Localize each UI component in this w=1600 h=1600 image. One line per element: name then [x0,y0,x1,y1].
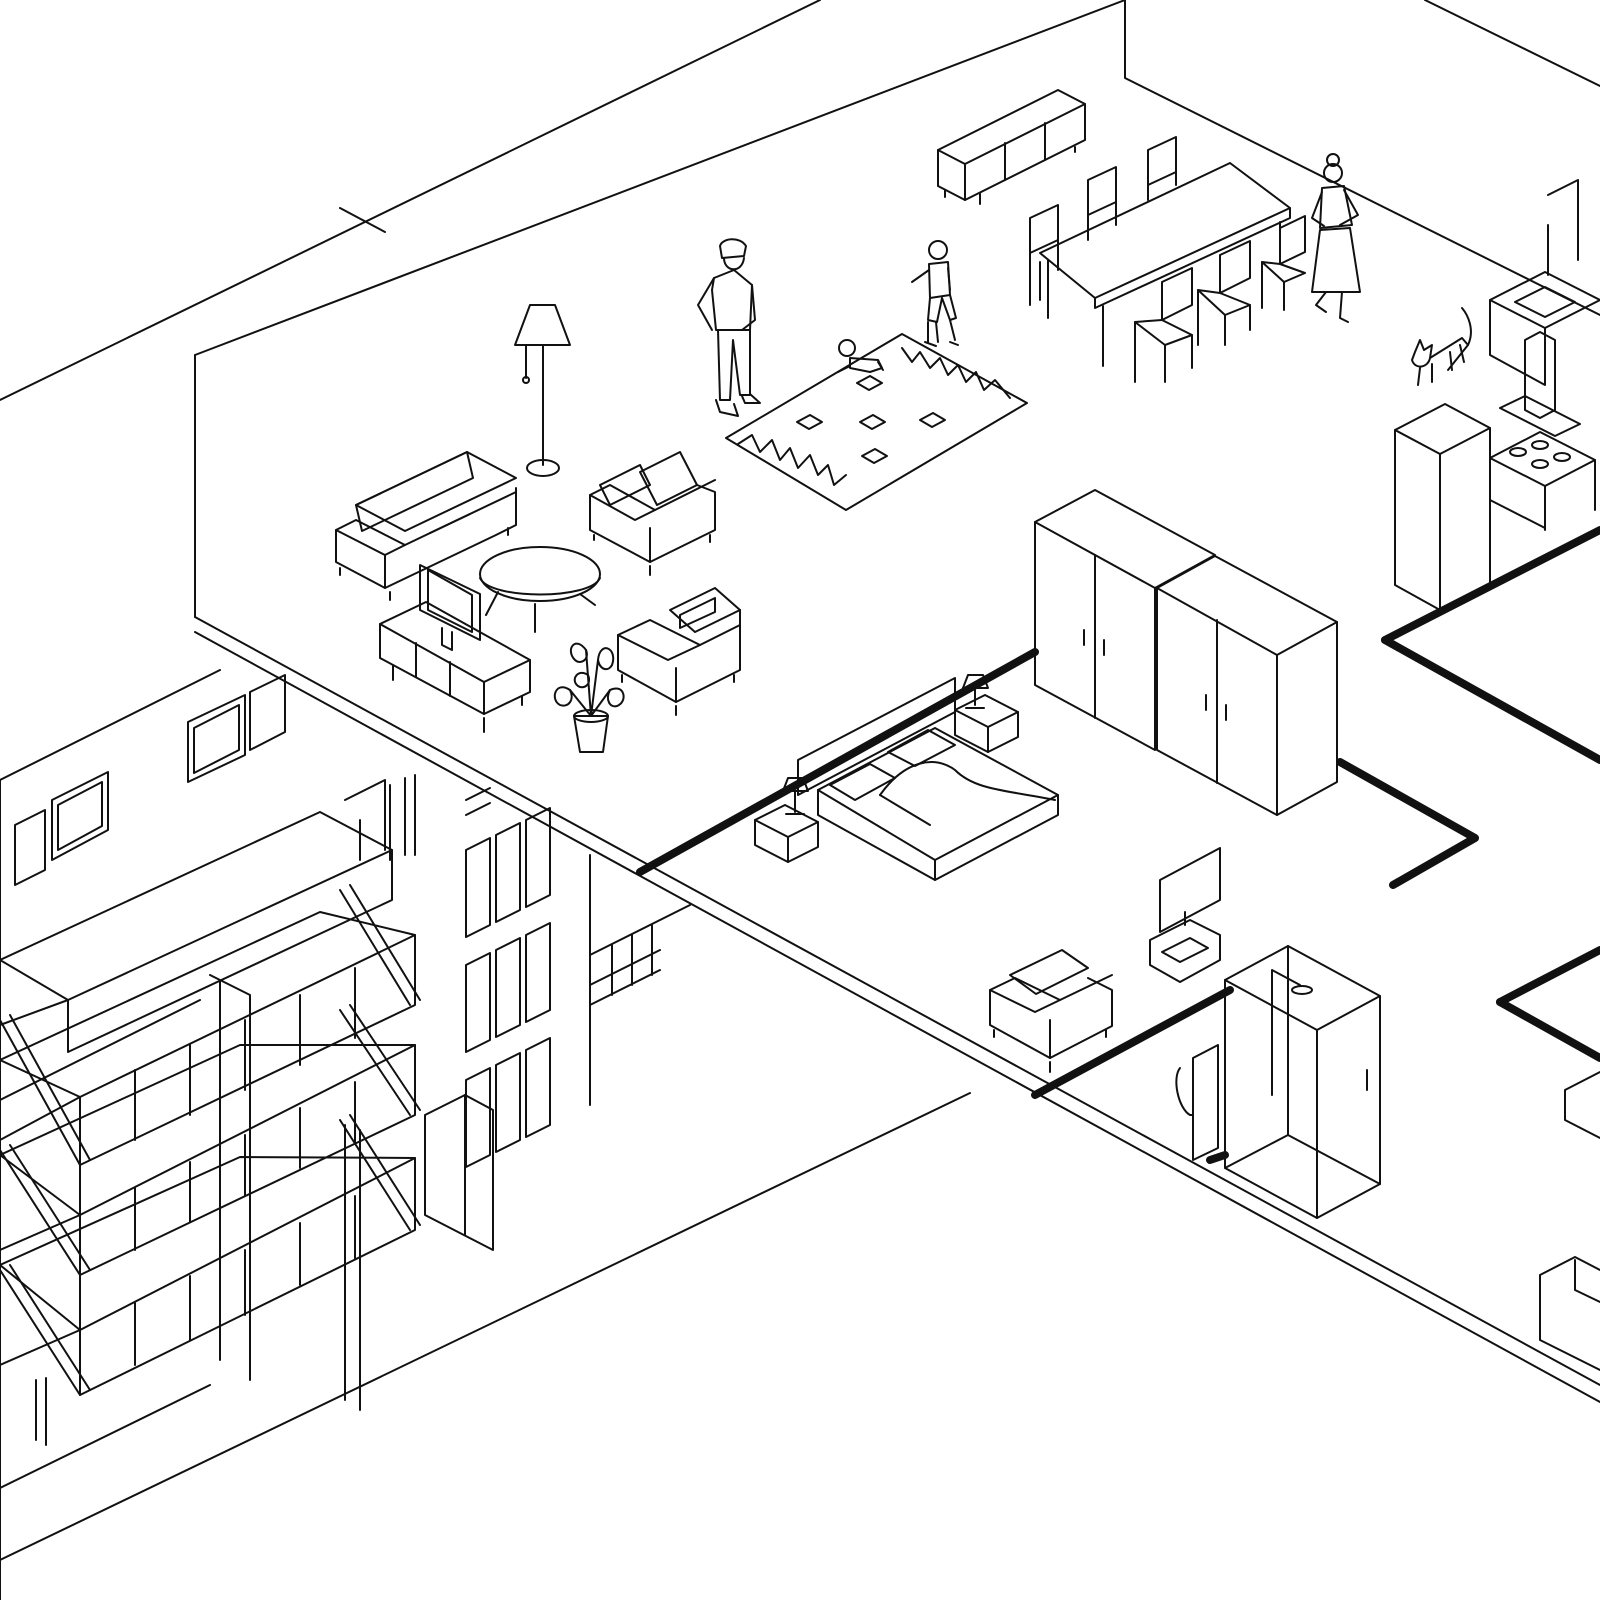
armchair-icon [618,588,740,715]
sideboard-icon [938,90,1085,204]
chair-icon [1198,241,1250,345]
stove-icon [1490,432,1595,560]
baby-icon [838,340,883,372]
window-icon [15,675,285,885]
balcony-icon [0,812,415,1395]
child-icon [912,241,958,346]
man-icon [698,239,760,416]
tv-icon [1150,848,1220,982]
bed-icon [798,678,1058,880]
fridge-icon [1395,404,1490,610]
sink-icon [1490,180,1600,385]
building-pillar [345,775,493,1410]
sofa-icon [336,452,516,600]
tv-icon [420,565,480,650]
building-icon [0,780,690,1600]
wardrobe-icon [1035,490,1215,750]
window-icon [466,788,550,1167]
woman-icon [1312,154,1360,322]
shower-icon [1225,946,1380,1218]
nightstand-icon [755,805,818,862]
street-lines [0,0,1600,1560]
floor-lamp-icon [515,305,570,476]
fire-escape-stairs [0,885,420,1445]
tv-stand-icon [380,602,530,732]
dining-table-icon [1040,163,1290,366]
chair-icon [1030,205,1058,305]
range-hood-icon [1500,332,1580,436]
toilet-icon [1176,1045,1218,1160]
interior-walls [640,530,1600,1160]
bedside-lamp-icon [963,675,988,708]
wardrobe-icon [1157,556,1337,815]
chair-icon [1088,167,1116,240]
apartment-floor-slab [195,0,1600,1402]
chair-icon [1148,137,1176,200]
plant-icon [555,644,624,752]
chair-icon [1262,216,1305,310]
partial-furniture [1540,1072,1600,1370]
chair-icon [1135,268,1192,382]
armchair-icon [590,452,715,575]
cat-icon [1412,308,1471,385]
coffee-table-icon [480,547,600,632]
armchair-icon [990,950,1112,1072]
